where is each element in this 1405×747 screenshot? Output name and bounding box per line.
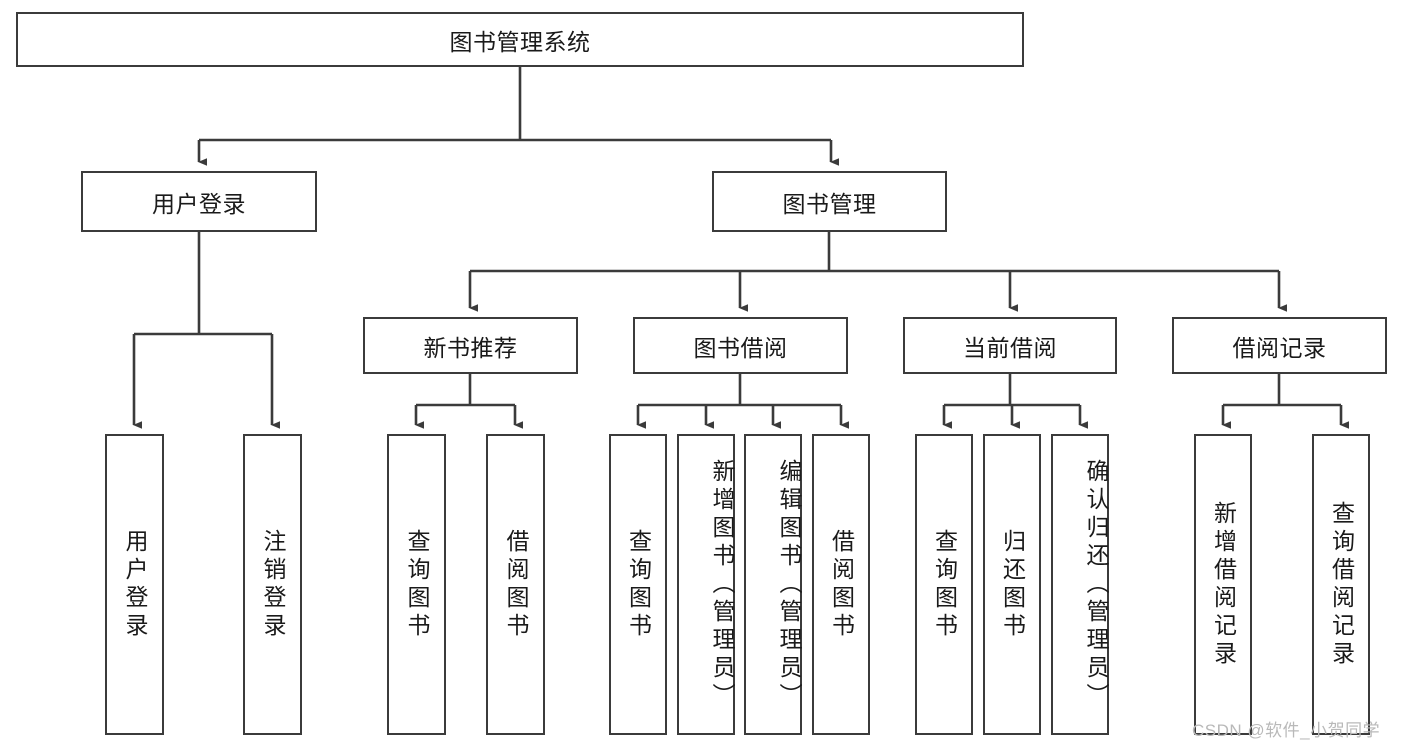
node-current-borrow-label: 当前借阅 <box>963 334 1057 361</box>
node-leaf-add-record[interactable]: 新增借阅记录 <box>1194 434 1252 735</box>
csdn-watermark: CSDN @软件_小贺同学 <box>1192 721 1381 740</box>
node-leaf-user-login[interactable]: 用户登录 <box>105 434 164 735</box>
node-new-book-rec[interactable]: 新书推荐 <box>363 317 578 374</box>
node-leaf-borrow-book-label: 借阅图书 <box>828 528 855 641</box>
node-user-login[interactable]: 用户登录 <box>81 171 317 232</box>
node-user-login-label: 用户登录 <box>152 190 246 217</box>
node-leaf-logout[interactable]: 注销登录 <box>243 434 302 735</box>
node-leaf-borrow-book-rec-label: 借阅图书 <box>503 528 529 641</box>
node-current-borrow[interactable]: 当前借阅 <box>903 317 1117 374</box>
node-leaf-borrow-book-rec[interactable]: 借阅图书 <box>486 434 545 735</box>
node-leaf-query-record[interactable]: 查询借阅记录 <box>1312 434 1370 735</box>
node-root-label: 图书管理系统 <box>449 28 591 55</box>
node-leaf-confirm-return[interactable]: 确认归还（管理员） <box>1051 434 1109 735</box>
node-book-manage-label: 图书管理 <box>782 190 877 217</box>
node-leaf-return-book-label: 归还图书 <box>999 528 1026 641</box>
node-leaf-query-book-borrow-label: 查询图书 <box>625 528 652 641</box>
node-leaf-query-book-cur[interactable]: 查询图书 <box>915 434 973 735</box>
node-leaf-add-record-label: 新增借阅记录 <box>1210 500 1237 669</box>
node-leaf-query-book-borrow[interactable]: 查询图书 <box>609 434 667 735</box>
node-borrow-record[interactable]: 借阅记录 <box>1172 317 1387 374</box>
node-leaf-query-book-cur-label: 查询图书 <box>931 528 958 641</box>
node-leaf-confirm-return-label: 确认归还（管理员） <box>1083 458 1109 711</box>
node-leaf-edit-book[interactable]: 编辑图书（管理员） <box>744 434 802 735</box>
node-book-borrow[interactable]: 图书借阅 <box>633 317 848 374</box>
node-borrow-record-label: 借阅记录 <box>1232 334 1327 361</box>
node-book-manage[interactable]: 图书管理 <box>712 171 947 232</box>
node-leaf-query-book-rec-label: 查询图书 <box>404 528 430 641</box>
node-leaf-borrow-book[interactable]: 借阅图书 <box>812 434 870 735</box>
node-leaf-user-login-label: 用户登录 <box>122 528 148 641</box>
node-leaf-edit-book-label: 编辑图书（管理员） <box>776 458 802 711</box>
node-leaf-return-book[interactable]: 归还图书 <box>983 434 1041 735</box>
node-leaf-add-book-label: 新增图书（管理员） <box>709 458 735 711</box>
node-root[interactable]: 图书管理系统 <box>16 12 1024 67</box>
node-new-book-rec-label: 新书推荐 <box>423 334 518 361</box>
node-leaf-query-record-label: 查询借阅记录 <box>1328 500 1355 669</box>
node-leaf-add-book[interactable]: 新增图书（管理员） <box>677 434 735 735</box>
node-leaf-query-book-rec[interactable]: 查询图书 <box>387 434 446 735</box>
node-leaf-logout-label: 注销登录 <box>260 528 286 641</box>
node-book-borrow-label: 图书借阅 <box>693 334 788 361</box>
